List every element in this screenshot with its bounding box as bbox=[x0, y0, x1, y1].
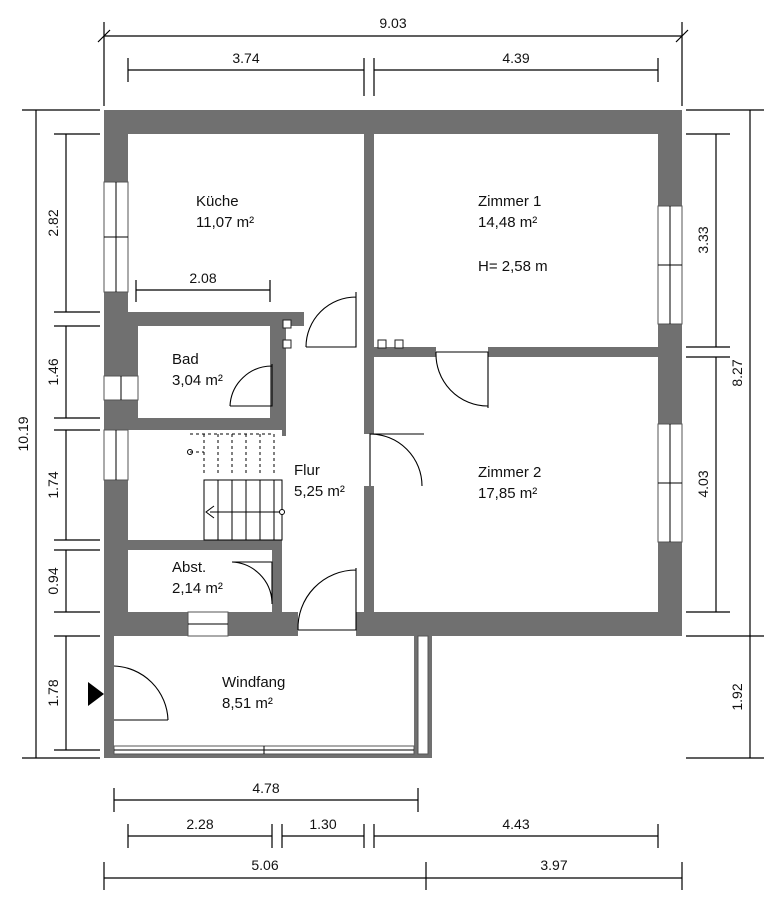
room-windfang-name: Windfang bbox=[222, 674, 285, 691]
door-kitchen bbox=[305, 292, 357, 348]
windfang-wall bbox=[104, 636, 114, 758]
wall-squares bbox=[282, 319, 404, 349]
wall-zimmer1-zimmer2 bbox=[364, 347, 658, 357]
dim-right-1: 3.33 bbox=[695, 226, 711, 253]
room-zimmer1-area: 14,48 m² bbox=[478, 214, 537, 231]
window-windfang-right bbox=[417, 635, 429, 755]
windows bbox=[103, 181, 683, 755]
room-windfang-area: 8,51 m² bbox=[222, 695, 273, 712]
doors bbox=[88, 292, 489, 721]
wall-bad-bottom bbox=[104, 418, 282, 430]
room-kueche-name: Küche bbox=[196, 193, 239, 210]
wall-bad-right bbox=[270, 312, 282, 430]
dim-bottom-2b: 1.30 bbox=[309, 816, 336, 832]
room-abst-area: 2,14 m² bbox=[172, 580, 223, 597]
dim-bottom-2c: 4.43 bbox=[502, 816, 529, 832]
room-flur-name: Flur bbox=[294, 462, 320, 479]
room-bad-name: Bad bbox=[172, 351, 199, 368]
dim-bottom-3a: 5.06 bbox=[251, 857, 278, 873]
room-zimmer2-name: Zimmer 2 bbox=[478, 464, 541, 481]
dim-top-right: 4.39 bbox=[502, 50, 529, 66]
dim-left-4: 0.94 bbox=[45, 567, 61, 594]
dim-left-2: 1.46 bbox=[45, 358, 61, 385]
room-flur-area: 5,25 m² bbox=[294, 483, 345, 500]
door-gap-zimmer2-left bbox=[364, 434, 374, 486]
door-gap-flur bbox=[298, 612, 356, 636]
door-flur bbox=[297, 568, 357, 631]
room-zimmer1-height: H= 2,58 m bbox=[478, 258, 548, 275]
dim-bottom-1: 4.78 bbox=[252, 780, 279, 796]
room-kueche-area: 11,07 m² bbox=[196, 214, 254, 231]
room-zimmer2-area: 17,85 m² bbox=[478, 485, 537, 502]
wall-abst-top bbox=[104, 540, 282, 550]
room-labels: Küche 11,07 m² Zimmer 1 14,48 m² H= 2,58… bbox=[172, 193, 548, 712]
room-abst-name: Abst. bbox=[172, 559, 206, 576]
door-entrance bbox=[113, 665, 169, 721]
wall-abst-right bbox=[272, 550, 282, 612]
dim-bottom-3b: 3.97 bbox=[540, 857, 567, 873]
dim-right-2: 4.03 bbox=[695, 470, 711, 497]
wall-kitchen-bottom bbox=[104, 312, 304, 326]
dim-bottom-2a: 2.28 bbox=[186, 816, 213, 832]
wall-flur-left bbox=[282, 326, 286, 436]
door-zimmer2-top bbox=[435, 351, 489, 408]
wall-kitchen-zimmer1 bbox=[364, 110, 374, 356]
dim-top-left: 3.74 bbox=[232, 50, 259, 66]
entrance-arrow-icon bbox=[88, 682, 104, 706]
room-bad-area: 3,04 m² bbox=[172, 372, 223, 389]
dimension-lines bbox=[22, 22, 764, 890]
dimension-labels: 9.03 3.74 4.39 10.19 2.82 1.46 1.74 0.94… bbox=[15, 15, 745, 873]
dim-left-3: 1.74 bbox=[45, 471, 61, 498]
door-abst bbox=[231, 561, 273, 604]
dim-right-total: 8.27 bbox=[729, 359, 745, 386]
room-zimmer1-name: Zimmer 1 bbox=[478, 193, 541, 210]
wall-bad-left bbox=[104, 312, 138, 430]
door-bad bbox=[229, 364, 273, 407]
dim-left-5: 1.78 bbox=[45, 679, 61, 706]
dim-left-total: 10.19 bbox=[15, 416, 31, 451]
dim-kitchen-inner: 2.08 bbox=[189, 270, 216, 286]
dim-right-3: 1.92 bbox=[729, 683, 745, 710]
dim-left-1: 2.82 bbox=[45, 209, 61, 236]
dim-top-total: 9.03 bbox=[379, 15, 406, 31]
stairs bbox=[186, 430, 285, 541]
door-zimmer2-left bbox=[369, 433, 424, 487]
